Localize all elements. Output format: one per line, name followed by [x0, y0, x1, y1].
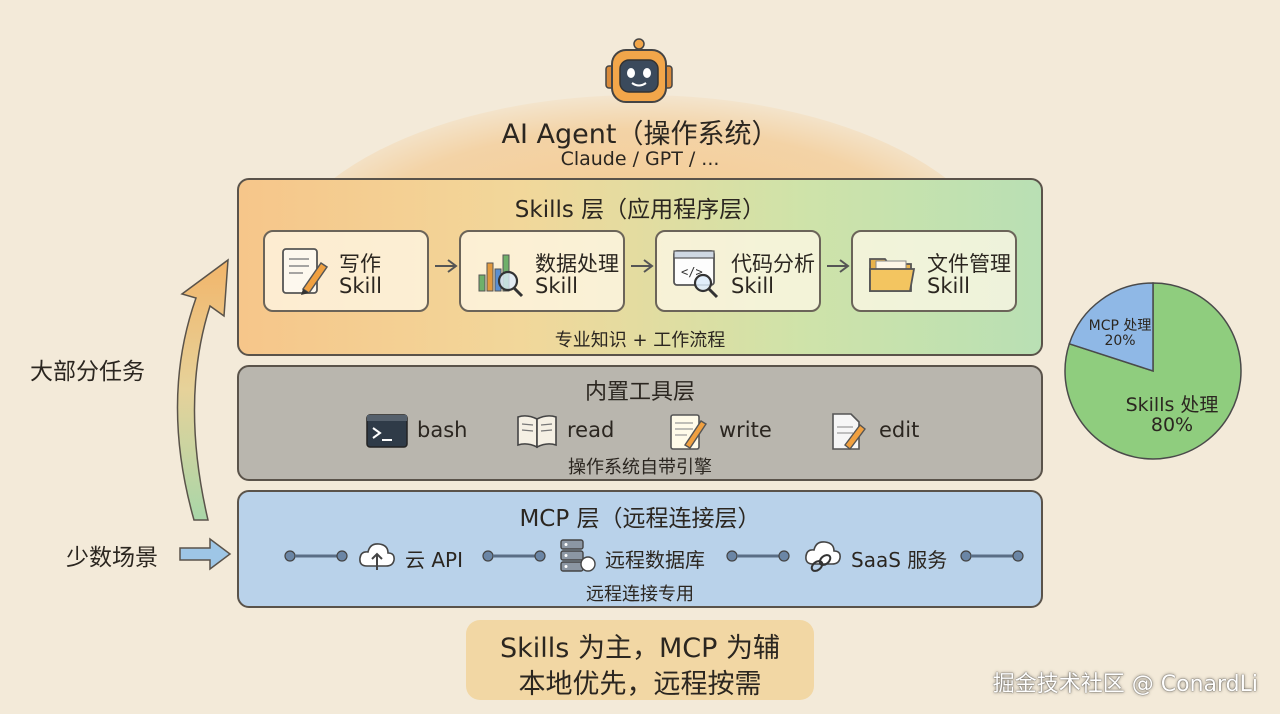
connector-icon: [284, 550, 348, 562]
skill-card-files-sub: Skill: [927, 274, 970, 298]
chart-magnifier-icon: [478, 254, 524, 298]
tool-write-label: write: [719, 418, 772, 442]
terminal-icon: [366, 414, 408, 448]
connector-icon: [482, 550, 546, 562]
skills-layer-title: Skills 层（应用程序层）: [514, 197, 766, 223]
mcp-item-saas-label: SaaS 服务: [851, 548, 948, 572]
summary-line-2: 本地优先，远程按需: [518, 669, 762, 700]
curved-arrow-up-icon: [176, 258, 229, 521]
watermark: 掘金技术社区 @ ConardLi: [992, 672, 1258, 697]
mcp-layer-title: MCP 层（远程连接层）: [519, 506, 761, 532]
document-edit-icon: [832, 413, 866, 450]
usage-pie-chart: [1064, 282, 1242, 460]
connector-icon: [726, 550, 790, 562]
skill-card-data[interactable]: 数据处理 Skill: [459, 230, 625, 312]
tools-layer-title: 内置工具层: [584, 380, 695, 405]
skills-layer: Skills 层（应用程序层） 写作 Skill 数据处理 Skill: [237, 178, 1043, 356]
pie-label-skills: Skills 处理: [1125, 394, 1219, 416]
tool-read-label: read: [567, 418, 615, 442]
cloud-link-icon: [805, 541, 841, 572]
connector-icon: [960, 550, 1024, 562]
summary-line-1: Skills 为主，MCP 为辅: [500, 633, 780, 664]
tools-layer: 内置工具层 bash read write: [237, 365, 1043, 481]
folder-icon: [869, 258, 916, 292]
agent-title: AI Agent（操作系统）: [501, 119, 779, 150]
pie-label-mcp: MCP 处理: [1088, 318, 1152, 334]
writing-pencil-icon: [282, 248, 329, 295]
database-server-icon: [560, 539, 596, 572]
skill-card-code-sub: Skill: [731, 274, 774, 298]
agent-subtitle: Claude / GPT / ...: [560, 148, 720, 170]
skill-card-writing-sub: Skill: [339, 274, 382, 298]
book-icon: [517, 415, 557, 449]
svg-text:</>: </>: [681, 265, 703, 279]
skill-card-writing-name: 写作: [339, 252, 381, 276]
arrow-right-icon: [435, 259, 458, 273]
mcp-layer: MCP 层（远程连接层） 云 API 远程数据库: [237, 490, 1043, 608]
mcp-item-cloud-api-label: 云 API: [405, 548, 463, 572]
summary-box: [466, 620, 814, 700]
pie-value-mcp: 20%: [1104, 333, 1136, 349]
skill-card-code[interactable]: </> 代码分析 Skill: [655, 230, 821, 312]
skill-card-files[interactable]: 文件管理 Skill: [851, 230, 1017, 312]
robot-icon: [605, 38, 673, 103]
label-major-tasks: 大部分任务: [30, 359, 145, 385]
code-magnifier-icon: </>: [673, 250, 719, 299]
pie-slice-mcp: [1068, 282, 1154, 373]
notepad-pencil-icon: [670, 414, 707, 450]
label-minor-scenarios: 少数场景: [66, 545, 158, 571]
arrow-right-icon: [631, 259, 654, 273]
skills-layer-footer: 专业知识 + 工作流程: [554, 330, 726, 351]
cloud-upload-icon: [359, 543, 395, 570]
skill-card-writing[interactable]: 写作 Skill: [263, 230, 429, 312]
pie-value-skills: 80%: [1150, 414, 1194, 436]
skill-card-data-sub: Skill: [535, 274, 578, 298]
mcp-layer-footer: 远程连接专用: [586, 584, 694, 605]
tools-layer-footer: 操作系统自带引擎: [568, 457, 712, 478]
arrow-right-icon: [179, 537, 232, 571]
skill-card-files-name: 文件管理: [927, 252, 1011, 276]
tool-bash-label: bash: [417, 418, 468, 442]
arrow-right-icon: [827, 259, 850, 273]
skill-card-data-name: 数据处理: [535, 252, 619, 276]
tool-edit-label: edit: [879, 418, 920, 442]
mcp-item-remote-db-label: 远程数据库: [605, 548, 705, 572]
skill-card-code-name: 代码分析: [731, 252, 815, 276]
